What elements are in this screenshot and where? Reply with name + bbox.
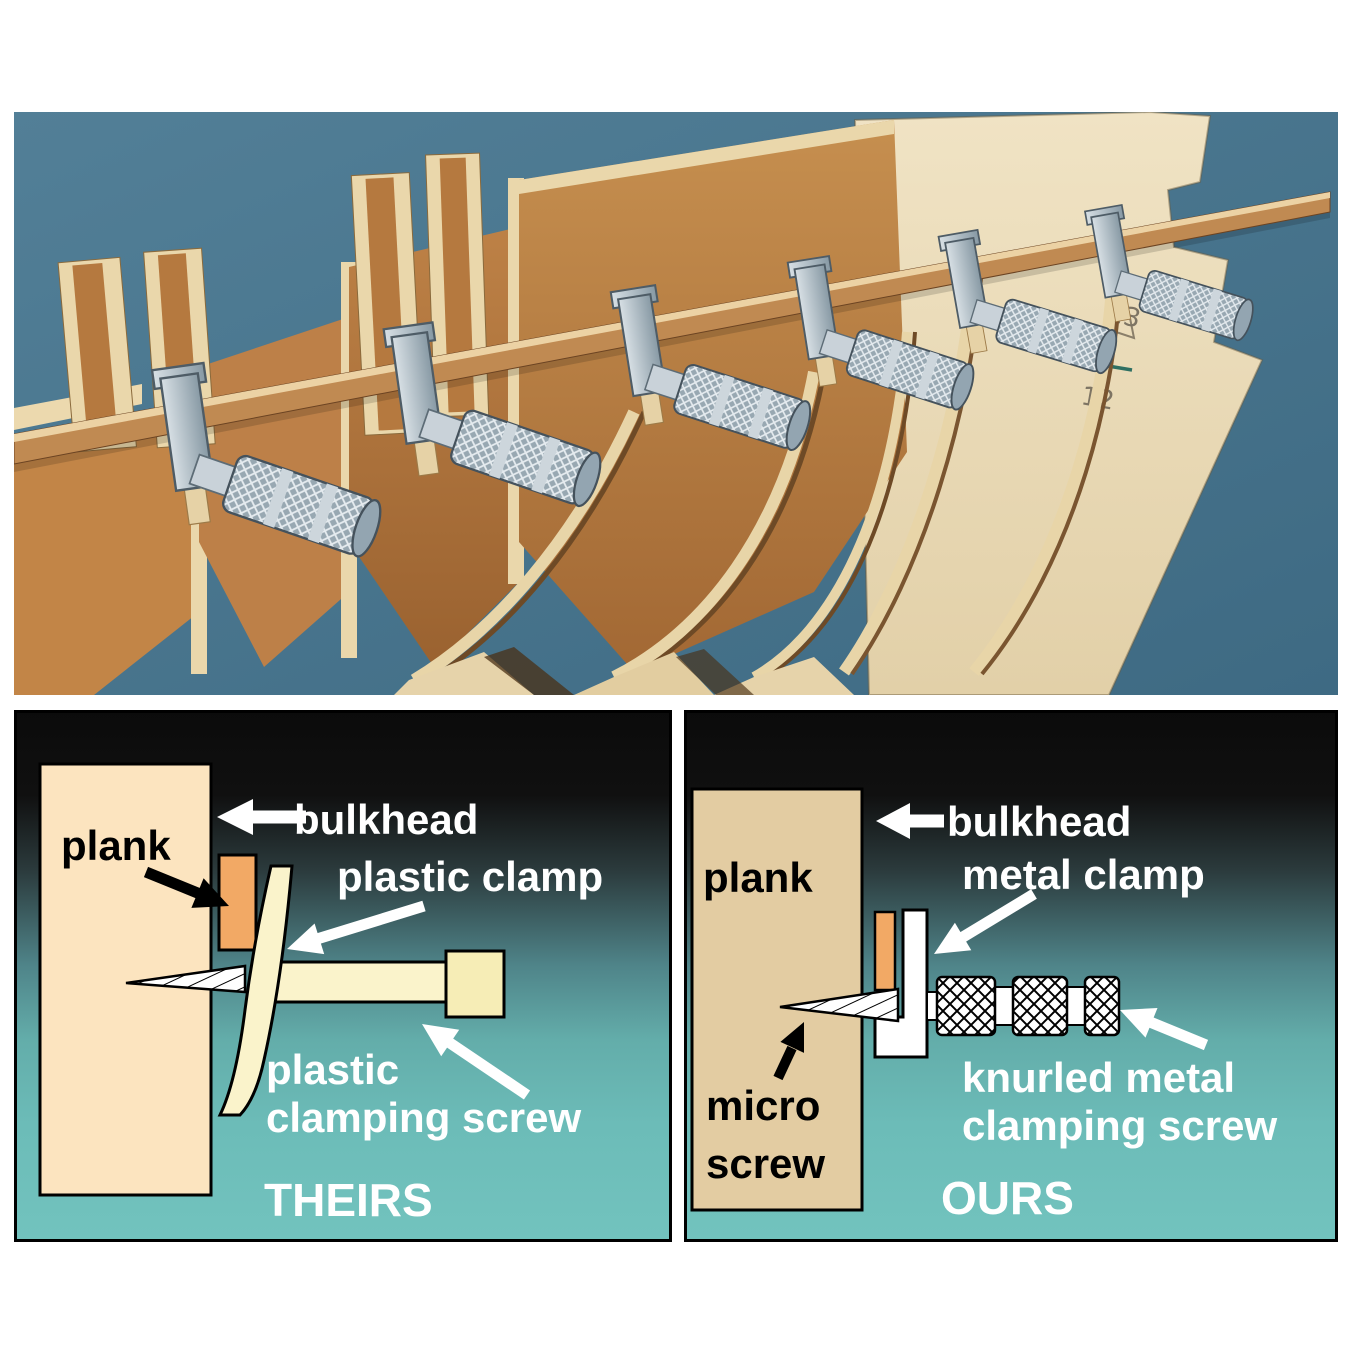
screw-tip-shape bbox=[125, 964, 247, 994]
bulkhead-arrow bbox=[876, 803, 944, 839]
micro-label-line1: micro bbox=[706, 1082, 820, 1129]
panel-border bbox=[684, 710, 1338, 1242]
panel-title-theirs: THEIRS bbox=[264, 1174, 433, 1226]
plank-label: plank bbox=[703, 854, 813, 901]
micro-screw-arrow bbox=[773, 1022, 804, 1081]
screw-label-line1: plastic bbox=[266, 1046, 399, 1093]
bulkhead-label: bulkhead bbox=[947, 798, 1131, 845]
plastic-clamp-arrow bbox=[287, 900, 426, 955]
plank-strip bbox=[14, 191, 1331, 472]
micro-label-line2: screw bbox=[706, 1140, 825, 1187]
knurled-screw-arrow bbox=[1120, 1008, 1209, 1051]
panel-border bbox=[14, 710, 672, 1242]
clamping-screw-shape bbox=[251, 949, 506, 1019]
frame-blades bbox=[394, 231, 1124, 695]
plastic-clamp-shape bbox=[217, 864, 294, 1117]
bulkhead-arrow bbox=[217, 799, 306, 835]
screw-label-line1: knurled metal bbox=[962, 1054, 1235, 1101]
diagram-theirs: plank bulkhead plastic clamp plastic cla… bbox=[14, 710, 672, 1242]
plank-label: plank bbox=[61, 822, 171, 869]
panel-title-ours: OURS bbox=[941, 1172, 1074, 1224]
metal-clamp-label: metal clamp bbox=[962, 851, 1205, 898]
hull-photo: 13 12 bbox=[14, 112, 1338, 695]
screw-label-line2: clamping screw bbox=[962, 1102, 1277, 1149]
screw-label-line2: clamping screw bbox=[266, 1094, 581, 1141]
diagram-ours: plank bulkhead metal clamp knurled metal… bbox=[684, 710, 1338, 1242]
bulkhead-label: bulkhead bbox=[294, 796, 478, 843]
plastic-clamp-label: plastic clamp bbox=[337, 853, 603, 900]
micro-screw-shape bbox=[779, 987, 900, 1023]
plank-arrow bbox=[143, 866, 229, 908]
clamping-screw-arrow bbox=[422, 1024, 531, 1100]
knurled-screw-shape bbox=[926, 975, 1121, 1037]
metal-clamp-arrow bbox=[934, 889, 1037, 954]
plank-piece bbox=[873, 910, 897, 992]
